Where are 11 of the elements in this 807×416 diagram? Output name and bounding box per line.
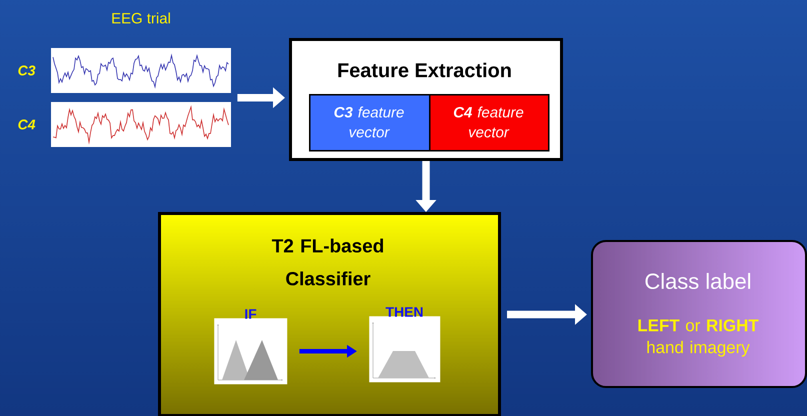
box-title: Class label bbox=[646, 272, 750, 290]
box-title: T2 FL-based Classifier bbox=[272, 238, 384, 286]
box-text: C4 feature vector bbox=[454, 106, 524, 138]
plot-label: IF bbox=[245, 309, 256, 319]
plot-label: THEN bbox=[386, 307, 423, 317]
box-title: Feature Extraction bbox=[338, 62, 511, 78]
box-text: C3 feature vector bbox=[334, 106, 404, 138]
heading: EEG trial bbox=[112, 12, 170, 24]
channel-label: C4 bbox=[18, 120, 36, 130]
channel-label: C3 bbox=[18, 66, 36, 76]
box-text: LEFT or RIGHT hand imagery bbox=[638, 319, 759, 357]
